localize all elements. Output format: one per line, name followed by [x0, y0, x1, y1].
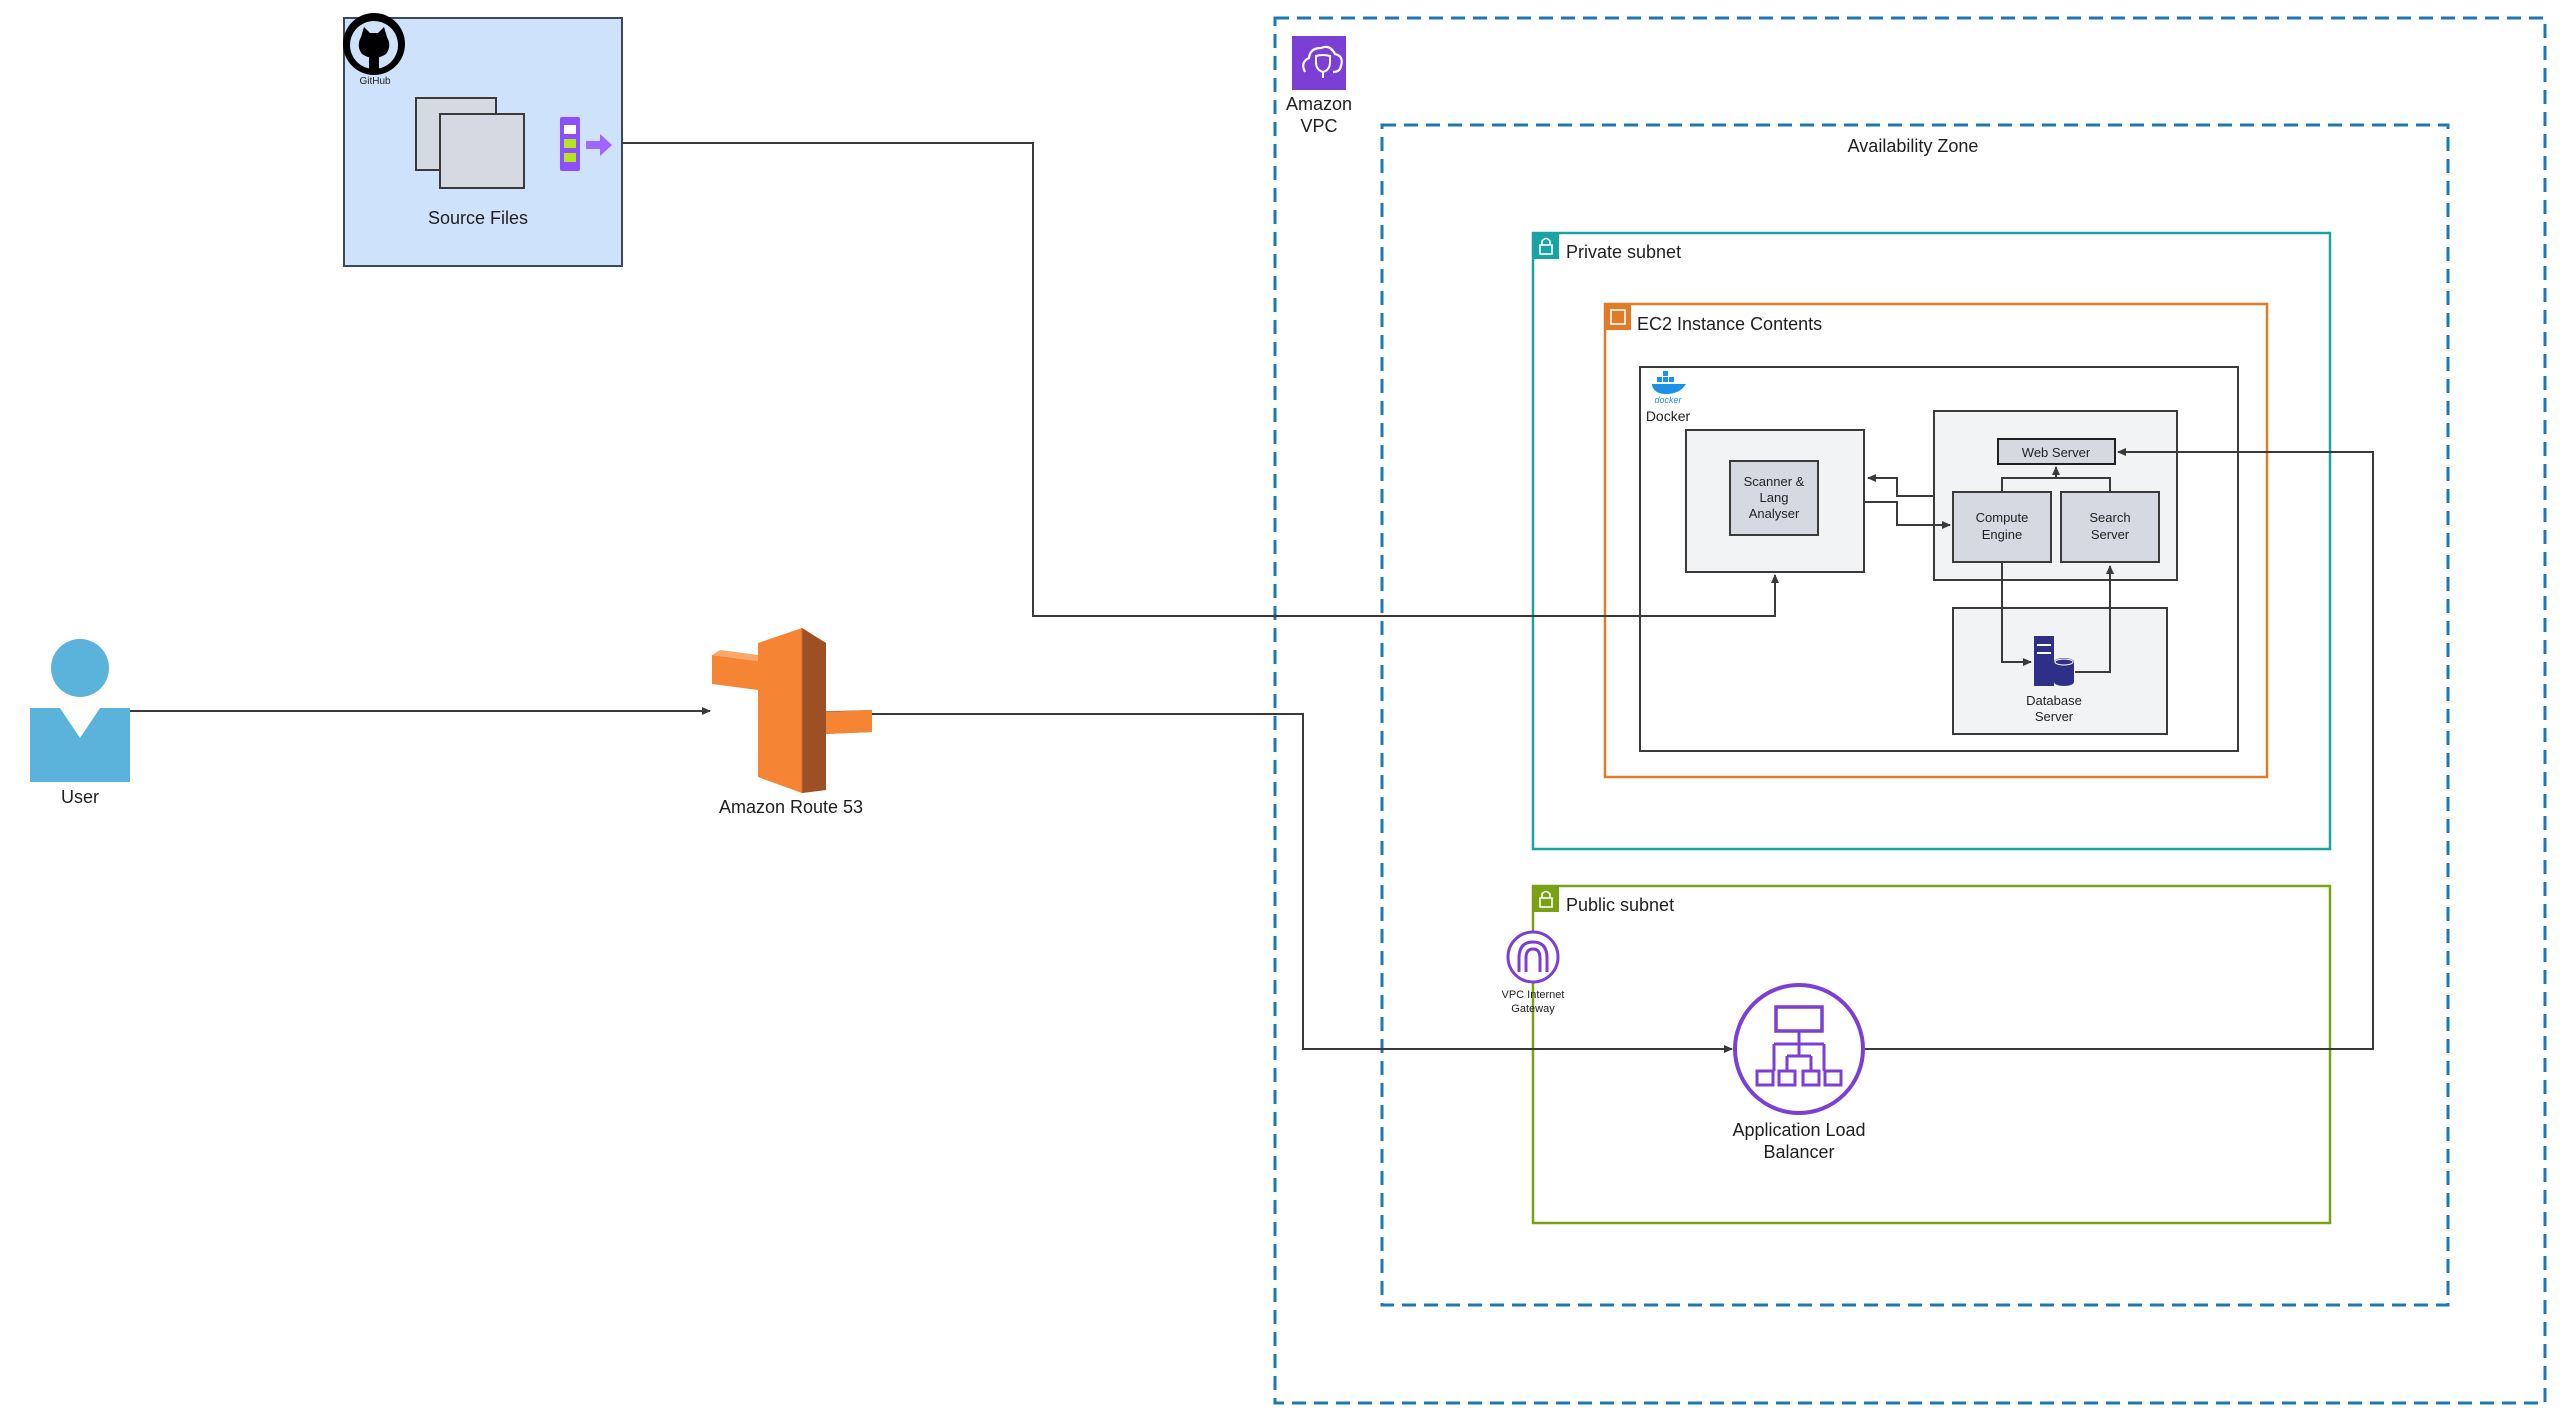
connector-compute-to-database [2001, 562, 2032, 666]
docker-whale-icon [1652, 371, 1686, 394]
connector-github-to-scanner [622, 142, 1779, 617]
connector-scanner-to-compute [1864, 501, 1951, 529]
search-label-line1: Search [2089, 510, 2130, 525]
user-icon [30, 639, 130, 782]
private-subnet: Private subnet [1531, 231, 2332, 851]
lock-icon [1533, 886, 1559, 912]
source-files-label: Source Files [428, 208, 528, 228]
availability-zone-boundary: Availability Zone [1380, 123, 2450, 1307]
connector-servers-to-scanner [1867, 474, 1934, 497]
user-label: User [61, 787, 99, 807]
connector-route53-to-alb [872, 713, 1733, 1053]
scanner-group: Scanner & Lang Analyser [1685, 429, 1865, 573]
internet-gateway-icon [1506, 930, 1560, 984]
scanner-label-line3: Analyser [1749, 506, 1800, 521]
alb-label-line2: Balancer [1763, 1142, 1834, 1162]
github-label: GitHub [359, 76, 391, 87]
user-actor: User [30, 639, 130, 807]
scanner-lang-analyser [1729, 460, 1819, 536]
compute-label-line2: Engine [1982, 527, 2022, 542]
vpc-internet-gateway: VPC Internet Gateway [1502, 930, 1565, 1015]
search-label-line2: Server [2091, 527, 2130, 542]
load-balancer-icon [1733, 983, 1865, 1115]
database-label-line2: Server [2035, 709, 2074, 724]
connector-database-to-search [2075, 565, 2114, 673]
public-subnet-label: Public subnet [1566, 895, 1674, 915]
search-server [2060, 491, 2160, 563]
web-server [1997, 438, 2116, 465]
vpc-label-line2: VPC [1300, 116, 1337, 136]
docker-label: Docker [1646, 408, 1691, 424]
vpc-icon [1292, 36, 1346, 90]
docker-logo-text: docker [1654, 395, 1682, 405]
code-deploy-icon [560, 117, 612, 171]
database-server-icon [2034, 636, 2074, 686]
database-label-line1: Database [2026, 693, 2082, 708]
scanner-label-line2: Lang [1760, 490, 1789, 505]
lock-icon [1533, 233, 1559, 259]
availability-zone-label: Availability Zone [1848, 136, 1979, 156]
github-icon [343, 13, 405, 75]
vpc-label-line1: Amazon [1286, 94, 1352, 114]
compute-label-line1: Compute [1976, 510, 2029, 525]
alb-label-line1: Application Load [1732, 1120, 1865, 1140]
ec2-instance-contents: EC2 Instance Contents [1603, 302, 2269, 779]
docker-container: docker Docker [1639, 366, 2239, 752]
database-group: Database Server [1952, 607, 2168, 735]
igw-label-line1: VPC Internet [1502, 989, 1565, 1001]
web-server-label: Web Server [2022, 445, 2091, 460]
application-load-balancer: Application Load Balancer [1732, 983, 1866, 1162]
connectors [130, 142, 2374, 1053]
source-files-icon [415, 97, 525, 189]
route53-icon [712, 628, 872, 793]
server-group: Web Server Compute Engine Search Server [1933, 410, 2178, 581]
ec2-icon [1605, 304, 1631, 330]
igw-label-line2: Gateway [1511, 1003, 1555, 1015]
route53-label: Amazon Route 53 [719, 797, 863, 817]
connector-alb-to-web-server [1865, 448, 2374, 1050]
ec2-contents-label: EC2 Instance Contents [1637, 314, 1822, 334]
amazon-route53: Amazon Route 53 [712, 628, 872, 817]
github-source-box: GitHub Source Files [343, 13, 623, 267]
amazon-vpc-boundary: Amazon VPC [1273, 16, 2547, 1405]
private-subnet-label: Private subnet [1566, 242, 1681, 262]
public-subnet: Public subnet [1531, 884, 2332, 1225]
scanner-label-line1: Scanner & [1744, 474, 1805, 489]
